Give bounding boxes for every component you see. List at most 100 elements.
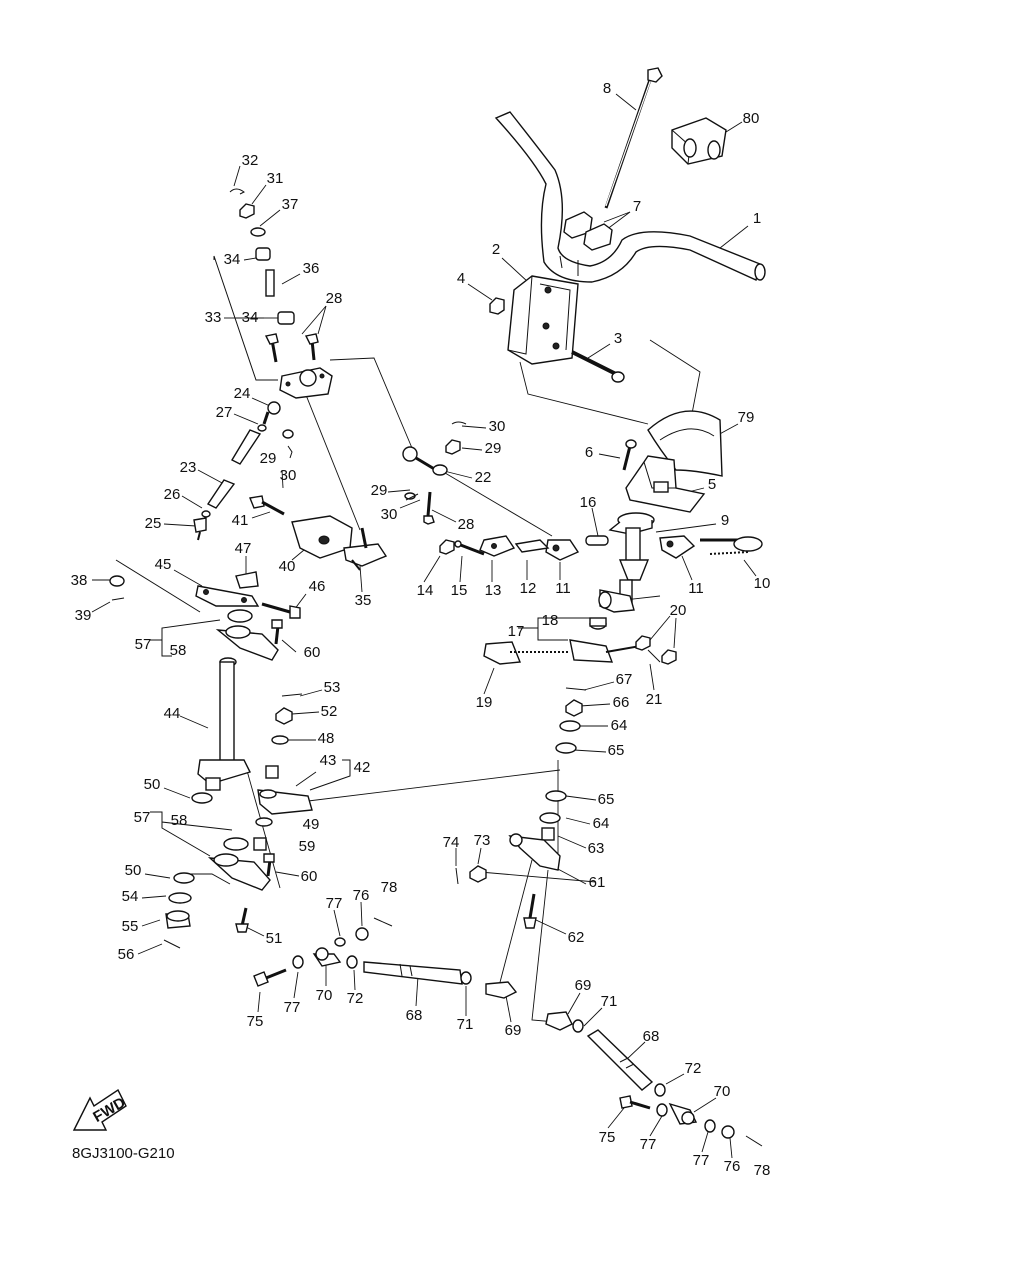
cotter-56 xyxy=(163,939,181,949)
callout-8: 8 xyxy=(603,80,611,97)
bolts-28-upper xyxy=(264,333,319,363)
bracket-right xyxy=(659,535,696,559)
nut-66 xyxy=(565,699,583,717)
callout-78: 78 xyxy=(754,1162,771,1179)
callout-25: 25 xyxy=(145,515,162,532)
callout-72: 72 xyxy=(685,1060,702,1077)
handlebar-pad xyxy=(671,117,727,165)
leader-lines xyxy=(91,93,757,1159)
spacer-43 xyxy=(265,765,279,779)
cotter-39 xyxy=(111,597,125,601)
washer-48 xyxy=(271,735,289,745)
nut-71-right xyxy=(572,1019,584,1033)
handlebar xyxy=(494,111,766,283)
cotter-pin-21 xyxy=(647,649,661,663)
washer-77-left-b xyxy=(334,937,346,947)
pin xyxy=(585,535,609,546)
callout-71: 71 xyxy=(601,993,618,1010)
rod-end-70-right xyxy=(668,1102,698,1125)
callout-12: 12 xyxy=(520,580,537,597)
bushing-34-bottom xyxy=(277,311,295,325)
washer-26 xyxy=(201,510,211,518)
bolt-60-bottom xyxy=(263,853,275,877)
rod-end-69-left xyxy=(485,981,518,999)
washer-65-top xyxy=(555,742,577,754)
callout-52: 52 xyxy=(321,703,338,720)
nut-38 xyxy=(109,575,125,587)
callout-16: 16 xyxy=(580,494,597,511)
bolt-41 xyxy=(249,495,285,516)
callout-34: 34 xyxy=(242,309,259,326)
nut-76-left xyxy=(355,927,369,941)
callout-61: 61 xyxy=(589,874,606,891)
callout-60: 60 xyxy=(304,644,321,661)
bolt-51 xyxy=(235,907,249,933)
callout-77: 77 xyxy=(326,895,343,912)
callout-30: 30 xyxy=(381,506,398,523)
callout-7: 7 xyxy=(633,198,641,215)
diagram-code: 8GJ3100-G210 xyxy=(72,1145,175,1162)
steering-column xyxy=(598,512,655,613)
callout-32: 32 xyxy=(242,152,259,169)
cotter-pin-32 xyxy=(229,188,245,195)
callout-77: 77 xyxy=(640,1136,657,1153)
tie-rod-end xyxy=(700,536,763,555)
washer-49 xyxy=(255,817,273,827)
group-brackets xyxy=(115,255,592,885)
tie-rod-68-left xyxy=(363,961,463,985)
callout-9: 9 xyxy=(721,512,729,529)
washer-50-top xyxy=(191,792,213,804)
column-cover xyxy=(647,410,723,477)
steering-shaft xyxy=(197,657,251,791)
clip-47 xyxy=(235,571,259,589)
callout-34: 34 xyxy=(224,251,241,268)
callout-18: 18 xyxy=(542,612,559,629)
callout-6: 6 xyxy=(585,444,593,461)
callout-56: 56 xyxy=(118,946,135,963)
callout-58: 58 xyxy=(170,642,187,659)
arm-link xyxy=(479,535,516,557)
callout-72: 72 xyxy=(347,990,364,1007)
callout-4: 4 xyxy=(457,270,465,287)
long-bolt xyxy=(604,67,663,209)
callout-64: 64 xyxy=(593,815,610,832)
callout-50: 50 xyxy=(144,776,161,793)
callout-47: 47 xyxy=(235,540,252,557)
cotter-53 xyxy=(281,693,303,697)
bearing-58-top xyxy=(227,609,253,623)
bracket-left xyxy=(545,539,580,561)
callout-29: 29 xyxy=(371,482,388,499)
rod-23 xyxy=(206,429,262,509)
callout-27: 27 xyxy=(216,404,233,421)
callout-60: 60 xyxy=(301,868,318,885)
callout-49: 49 xyxy=(303,816,320,833)
bolt-46 xyxy=(261,602,301,619)
callout-22: 22 xyxy=(475,469,492,486)
callout-5: 5 xyxy=(708,476,716,493)
rod-end-69-right xyxy=(545,1011,573,1031)
housing-57-bottom xyxy=(207,853,271,891)
bracket-33 xyxy=(279,367,333,399)
callout-69: 69 xyxy=(505,1022,522,1039)
callout-17: 17 xyxy=(508,623,525,640)
washer-64-top xyxy=(559,720,581,732)
link-bolt xyxy=(454,540,485,556)
spacer-59 xyxy=(253,837,267,851)
callout-57: 57 xyxy=(134,809,151,826)
callout-51: 51 xyxy=(266,930,283,947)
handlebar-holder xyxy=(625,455,706,513)
callout-55: 55 xyxy=(122,918,139,935)
bushing-34-top xyxy=(255,247,271,261)
callout-11: 11 xyxy=(555,580,571,597)
callout-76: 76 xyxy=(353,887,370,904)
washer-50-bottom xyxy=(173,872,195,884)
callout-80: 80 xyxy=(743,110,760,127)
housing-57-top xyxy=(215,625,279,661)
handlebar-clamps xyxy=(563,211,613,251)
shaft-36 xyxy=(265,269,275,297)
tie-rod-68-right xyxy=(586,1029,654,1091)
callout-57: 57 xyxy=(135,636,152,653)
callout-10: 10 xyxy=(754,575,771,592)
